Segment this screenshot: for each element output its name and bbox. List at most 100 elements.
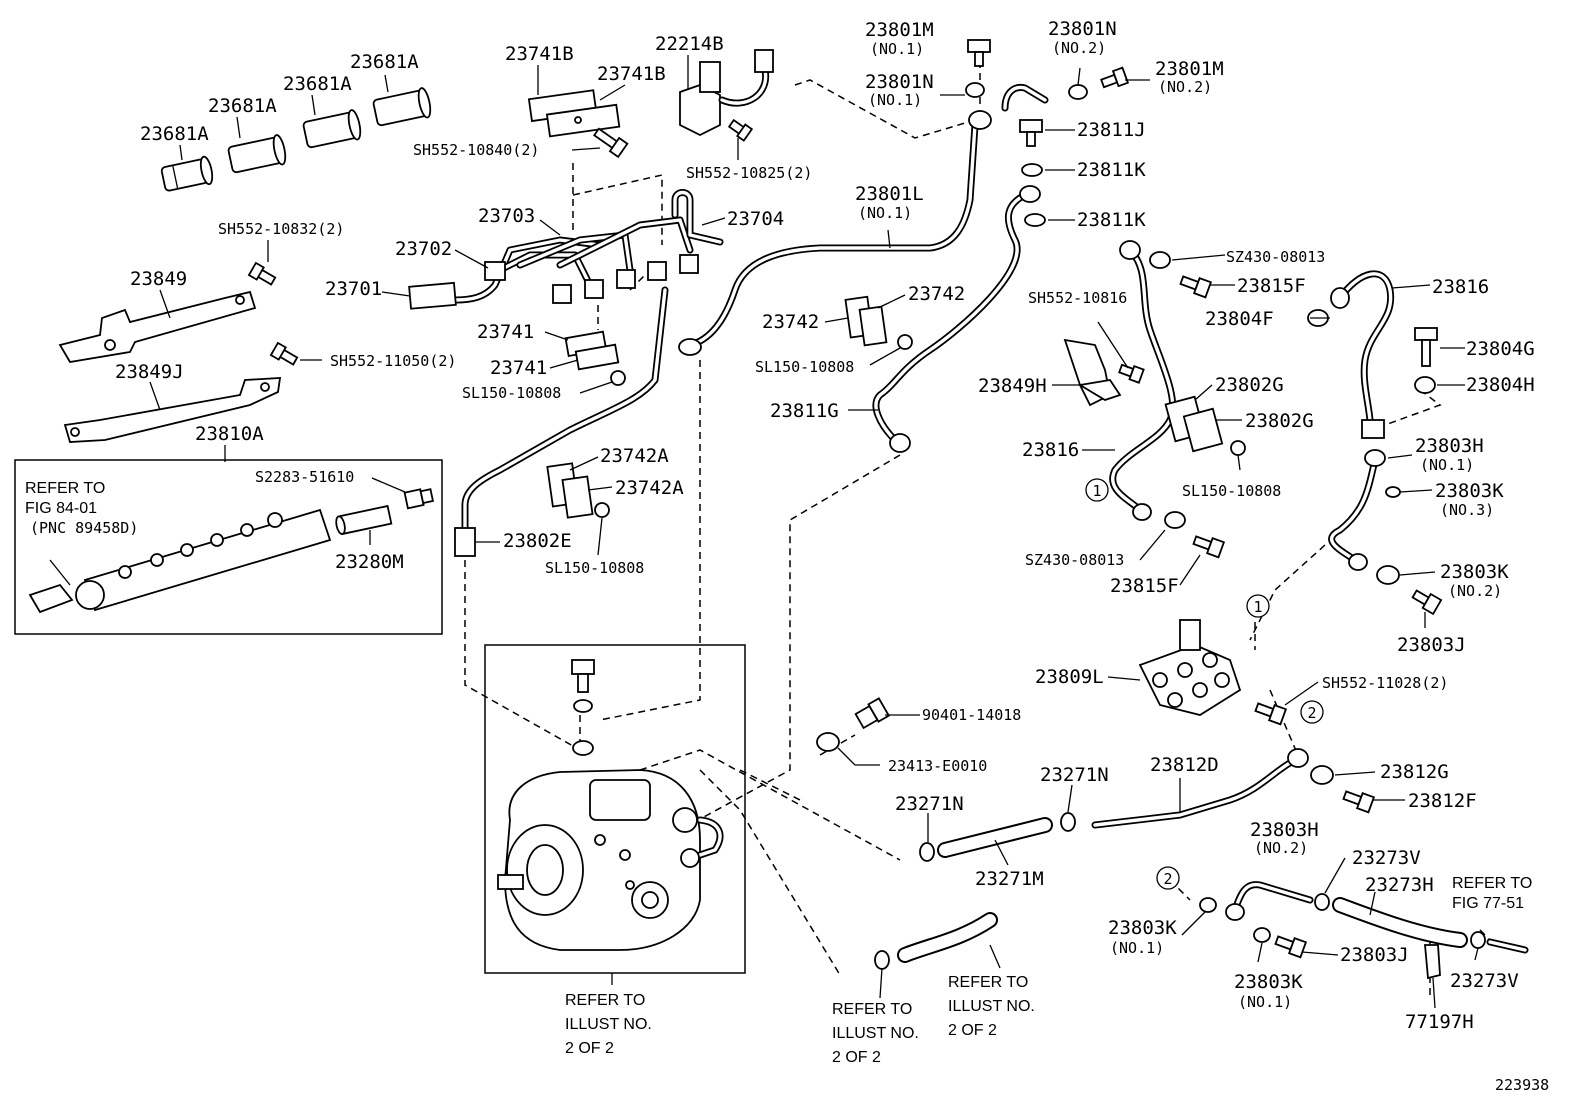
label-23811j: 23811J [1077, 119, 1146, 141]
circle-marker-2a: 2 [1300, 700, 1324, 724]
label-23802g-2: 23802G [1245, 410, 1314, 432]
label-sz430-2: SZ430-08013 [1025, 551, 1124, 569]
plug-s2283 [403, 488, 435, 510]
label-23271n-2: 23271N [1040, 764, 1109, 786]
gasket-sz430-1 [1149, 251, 1171, 269]
gasket-23801n-no2 [1068, 84, 1088, 100]
label-77197h: 77197H [1405, 1011, 1474, 1033]
figure-number: 223938 [1495, 1076, 1549, 1094]
label-23802e: 23802E [503, 530, 572, 552]
label-23801m-1: 23801M [865, 19, 934, 41]
label-no1-a: (NO.1) [870, 40, 924, 58]
label-no1-e: (NO.1) [1110, 939, 1164, 957]
clip-77197h [1424, 944, 1441, 980]
label-23741b-1: 23741B [505, 43, 574, 65]
label-23273v-1: 23273V [1352, 847, 1421, 869]
svg-text:2: 2 [1163, 870, 1172, 888]
clamp-23273v-2 [1470, 931, 1486, 949]
pipe-stub-77-51 [1486, 938, 1529, 954]
limiter-23280m [335, 504, 393, 536]
label-refer-il-2a: REFER TO [832, 1001, 912, 1018]
label-23812f: 23812F [1408, 790, 1477, 812]
label-23273v-2: 23273V [1450, 970, 1519, 992]
label-refer-il-1b: ILLUST NO. [565, 1016, 652, 1033]
svg-text:1: 1 [1253, 598, 1262, 616]
gasket-23803k-no3 [1385, 486, 1401, 498]
pipe-23802e [454, 286, 669, 557]
bolt-23815f-1 [1179, 275, 1213, 299]
label-23849h: 23849H [978, 375, 1047, 397]
label-sh552-11028: SH552-11028(2) [1322, 674, 1448, 692]
injector-2 [227, 134, 287, 174]
label-23803j-1: 23803J [1397, 634, 1466, 656]
nut-sl150-d [1230, 440, 1246, 456]
label-sz430-1: SZ430-08013 [1226, 248, 1325, 266]
bolt-23803j-1 [1411, 589, 1443, 616]
label-23809l: 23809L [1035, 666, 1104, 688]
label-23801n-1: 23801N [865, 71, 934, 93]
label-sl150-a: SL150-10808 [462, 384, 561, 402]
gasket-23801n-no1 [965, 82, 985, 98]
solid-leaders [49, 55, 1479, 1009]
bolt-23803j-2 [1274, 935, 1308, 959]
label-23801n-2: 23801N [1048, 18, 1117, 40]
bolt-sh552-10816 [1118, 363, 1145, 384]
bolt-sh552-10840 [592, 127, 629, 159]
label-23804h: 23804H [1466, 374, 1535, 396]
label-23816-2: 23816 [1022, 439, 1079, 461]
svg-text:1: 1 [1092, 482, 1101, 500]
injection-pipes [408, 189, 724, 310]
label-23704: 23704 [727, 208, 784, 230]
injector-23681a-group [160, 87, 432, 192]
label-23742-2: 23742 [762, 311, 819, 333]
injector-3 [302, 109, 362, 149]
gasket-23811k-2 [1024, 213, 1046, 227]
label-23742-1: 23742 [908, 283, 965, 305]
label-23742a-1: 23742A [600, 445, 669, 467]
nut-sl150-b [594, 502, 610, 518]
hose-23273h [1332, 897, 1468, 948]
common-rail-box [14, 459, 443, 635]
label-sh552-10840: SH552-10840(2) [413, 141, 539, 159]
pipe-banjo-upper [1001, 83, 1049, 112]
label-23849: 23849 [130, 268, 187, 290]
label-refer-il-1c: 2 OF 2 [565, 1040, 614, 1057]
label-23703: 23703 [478, 205, 535, 227]
label-23271n-1: 23271N [895, 793, 964, 815]
label-23741-1: 23741 [477, 321, 534, 343]
nut-sl150-a [610, 370, 626, 386]
clamp-23741b [527, 89, 621, 138]
label-refer-84-01-c: (PNC 89458D) [30, 519, 138, 537]
label-23804g: 23804G [1466, 338, 1535, 360]
label-refer-84-01-b: FIG 84-01 [25, 500, 97, 517]
label-no2-c: (NO.2) [1448, 582, 1502, 600]
label-refer-84-01-a: REFER TO [25, 480, 105, 497]
label-refer-77-a: REFER TO [1452, 875, 1532, 892]
label-sh552-10825: SH552-10825(2) [686, 164, 812, 182]
pipe-23803h-no2 [1225, 881, 1314, 921]
gasket-23811k-1 [1021, 163, 1043, 177]
label-23803h-1: 23803H [1415, 435, 1484, 457]
label-23742a-2: 23742A [615, 477, 684, 499]
injector-4 [372, 87, 432, 127]
fitting-rail-end [968, 110, 992, 130]
clamp-23271n-2 [1060, 812, 1076, 832]
clamp-lower [874, 950, 890, 970]
label-23271m: 23271M [975, 868, 1044, 890]
clamp-23742 [844, 295, 888, 347]
label-sl150-c: SL150-10808 [755, 358, 854, 376]
circle-marker-1a: 1 [1085, 478, 1109, 502]
label-no2-a: (NO.2) [1052, 39, 1106, 57]
label-23741b-2: 23741B [597, 63, 666, 85]
sensor-22214b [679, 49, 774, 137]
pipe-23812d [1091, 748, 1309, 829]
pipe-23801l [678, 121, 979, 356]
clamp-23742a [546, 462, 594, 519]
bolt-23815f-2 [1192, 535, 1226, 559]
label-23812g: 23812G [1380, 761, 1449, 783]
label-no2-b: (NO.2) [1158, 78, 1212, 96]
label-23810a: 23810A [195, 423, 264, 445]
label-no1-b: (NO.1) [868, 91, 922, 109]
label-23273h: 23273H [1365, 874, 1434, 896]
